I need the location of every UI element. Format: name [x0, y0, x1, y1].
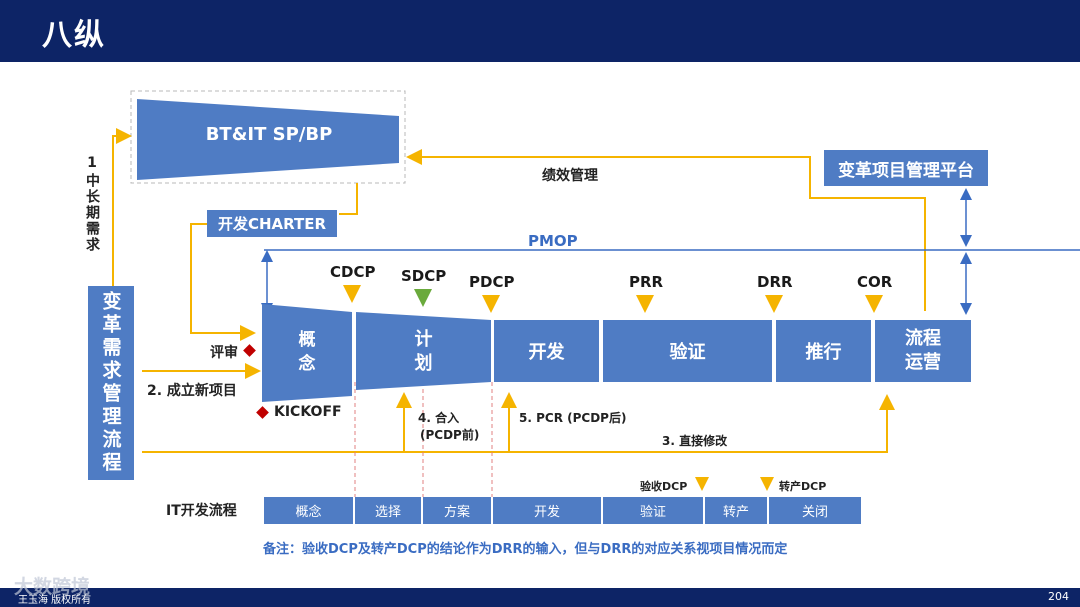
mid-long-arrow: [112, 128, 132, 286]
phase-concept: 概 念: [262, 328, 352, 376]
phase-operation-line: 流程: [905, 328, 941, 349]
phase-plan-line: 划: [414, 353, 433, 374]
pcr-label: 5. PCR (PCDP后): [519, 411, 627, 425]
it-stage-verify: 验证: [603, 497, 703, 524]
merge-sub-label: (PCDP前): [420, 428, 480, 442]
accept-dcp-label: 验收DCP: [640, 480, 688, 493]
page-number: 204: [1048, 590, 1069, 603]
review-label: 评审: [210, 345, 238, 361]
charter-box: 开发CHARTER: [207, 210, 337, 237]
sp-bp-shape: [137, 99, 399, 180]
it-stage-transfer: 转产: [705, 497, 767, 524]
phase-concept-line: 概: [298, 330, 316, 350]
direct-modify-label: 3. 直接修改: [662, 434, 728, 448]
transfer-dcp-label: 转产DCP: [779, 480, 827, 493]
dcp-label-pdcp: PDCP: [469, 273, 515, 291]
phase-rollout: 推行: [776, 320, 871, 382]
dcp-marker-pdcp: [482, 295, 500, 313]
dcp-marker-drr: [765, 295, 783, 313]
charter-link: [339, 183, 358, 215]
dcp-marker-cdcp: [343, 285, 361, 303]
dcp-label-cor: COR: [857, 273, 893, 291]
dcp-label-drr: DRR: [757, 273, 793, 291]
change-demand-process-box: 变革需求管理流程: [88, 286, 134, 480]
phase-concept-line: 念: [298, 354, 316, 374]
page-title: 八纵: [42, 18, 106, 53]
phase-operation-line: 运营: [905, 352, 941, 373]
performance-label: 绩效管理: [542, 168, 598, 184]
new-project-label: 2. 成立新项目: [147, 383, 237, 399]
footnote: 备注：验收DCP及转产DCP的结论作为DRR的输入，但与DRR的对应关系视项目情…: [263, 542, 788, 557]
phase-plan: 计 划: [356, 328, 491, 376]
phase-concept-shape: [262, 304, 352, 402]
it-stage-close: 关闭: [769, 497, 861, 524]
merge-label: 4. 合入: [418, 411, 460, 425]
accept-dcp-marker: [695, 477, 709, 491]
footer-bar: [0, 588, 1080, 607]
it-stage-develop: 开发: [493, 497, 601, 524]
platform-box: 变革项目管理平台: [824, 150, 988, 186]
copyright: 王玉海 版权所有: [18, 595, 92, 606]
sp-bp-label: BT&IT SP/BP: [205, 124, 333, 145]
phase-operation: 流程 运营: [875, 320, 971, 382]
dcp-marker-sdcp: [414, 289, 432, 307]
pmop-label: PMOP: [528, 232, 578, 250]
kickoff-label: KICKOFF: [274, 404, 342, 420]
dcp-label-cdcp: CDCP: [330, 263, 376, 281]
title-bar: [0, 0, 1080, 62]
phase-plan-shape: [356, 312, 491, 390]
watermark: 大数跨境: [14, 576, 91, 598]
dcp-label-sdcp: SDCP: [401, 267, 447, 285]
dcp-marker-cor: [865, 295, 883, 313]
phase-develop: 开发: [494, 320, 599, 382]
dcp-marker-prr: [636, 295, 654, 313]
it-flow-label: IT开发流程: [166, 503, 237, 519]
phase-verify: 验证: [603, 320, 772, 382]
it-stage-concept: 概念: [264, 497, 353, 524]
mid-long-demand-label: 1中长期需求: [84, 155, 100, 253]
transfer-dcp-marker: [760, 477, 774, 491]
charter-arrow: [190, 223, 256, 341]
dcp-label-prr: PRR: [629, 273, 664, 291]
direct-modify-arrow: [142, 394, 895, 453]
phase-plan-line: 计: [414, 329, 433, 350]
it-stage-select: 选择: [355, 497, 421, 524]
performance-arrow: [406, 149, 926, 311]
it-stage-solution: 方案: [423, 497, 491, 524]
